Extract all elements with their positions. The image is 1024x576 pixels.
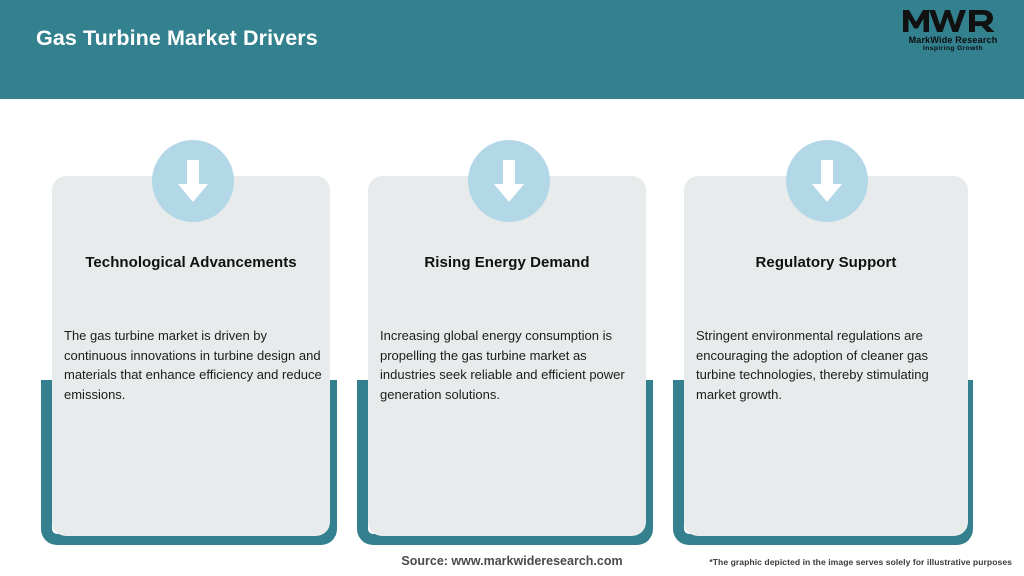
logo-tagline: Inspiring Growth	[923, 45, 983, 52]
card-body-text: Increasing global energy consumption is …	[380, 328, 625, 402]
arrow-down-icon	[151, 140, 234, 222]
card-body-text: The gas turbine market is driven by cont…	[64, 328, 322, 402]
card-accent-bracket	[41, 380, 337, 545]
arrow-down-glyph	[493, 160, 524, 202]
mwr-logo-icon	[903, 10, 995, 32]
logo-company-name: MarkWide Research	[908, 35, 998, 45]
card-panel: Rising Energy Demand Increasing global e…	[368, 176, 646, 536]
driver-card: Regulatory Support Stringent environment…	[662, 140, 992, 550]
arrow-down-icon	[786, 140, 868, 222]
card-accent-bracket	[357, 380, 653, 545]
source-label: Source: www.markwideresearch.com	[401, 554, 623, 568]
arrow-down-icon	[467, 140, 550, 222]
card-body-text: Stringent environmental regulations are …	[696, 328, 929, 402]
arrow-down-glyph	[812, 160, 842, 202]
markwide-research-logo: MarkWide Research Inspiring Growth	[896, 8, 1010, 60]
card-panel: Technological Advancements The gas turbi…	[52, 176, 330, 536]
arrow-down-glyph	[177, 160, 208, 202]
driver-card: Technological Advancements The gas turbi…	[30, 140, 355, 550]
driver-card: Rising Energy Demand Increasing global e…	[346, 140, 671, 550]
card-title: Rising Energy Demand	[424, 254, 590, 271]
card-panel: Regulatory Support Stringent environment…	[684, 176, 968, 536]
disclaimer-label: *The graphic depicted in the image serve…	[709, 557, 1012, 567]
card-title: Regulatory Support	[755, 254, 897, 271]
card-title: Technological Advancements	[85, 254, 297, 271]
page-title: Gas Turbine Market Drivers	[36, 26, 318, 50]
header-bar: Gas Turbine Market Drivers MarkWide Rese…	[0, 0, 1024, 99]
